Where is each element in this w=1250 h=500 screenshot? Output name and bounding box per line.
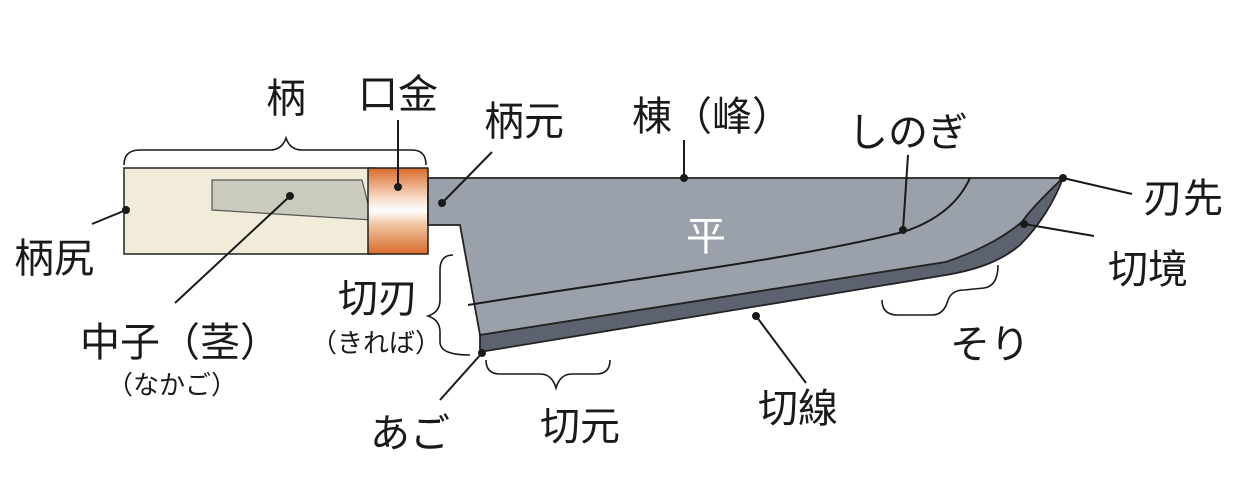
label-ago: あご [370, 411, 450, 457]
label-kirizakai: 切境 [1108, 247, 1188, 293]
label-sori: そり [950, 322, 1030, 368]
leader-tsukajiri [91, 209, 127, 225]
dot-nakago [286, 192, 294, 200]
brace-sori [881, 264, 999, 316]
label-mune: 棟（峰） [632, 94, 792, 140]
label-hira: 平 [686, 214, 726, 260]
leader-ago [439, 352, 483, 401]
dot-kuchigane [394, 183, 402, 191]
dot-kirisen [752, 312, 760, 320]
dot-hasaki [1059, 174, 1067, 182]
leader-hasaki [1062, 177, 1133, 195]
label-tsuka: 柄 [266, 76, 306, 122]
label-kuchigane: 口金 [358, 72, 438, 118]
bevel-line [467, 177, 971, 306]
brace-kirimoto [485, 359, 611, 391]
label-nakago: 中子（茎） [80, 320, 280, 366]
label-kiriba: 切刃 [338, 276, 418, 322]
label-kirimoto: 切元 [540, 404, 620, 450]
leader-nakago [174, 195, 291, 304]
label-shinogi: しのぎ [848, 110, 968, 156]
brace-kiriba [425, 254, 471, 356]
dot-tsukajiri [122, 206, 130, 214]
leader-kirizakai [1023, 223, 1095, 237]
label-hasaki: 刃先 [1143, 176, 1223, 222]
label-kirisen: 切線 [758, 386, 838, 432]
dot-mune [680, 174, 688, 182]
dot-ago [478, 349, 486, 357]
label-kiriba-reading: （きれば） [311, 329, 441, 359]
leader-kirisen [755, 315, 807, 384]
brace-tsuka [123, 135, 427, 166]
leader-tsukamoto [441, 151, 493, 204]
leader-shinogi [902, 154, 909, 231]
label-nakago-reading: （なかご） [107, 371, 237, 401]
dot-shinogi [899, 226, 907, 234]
dot-tsukamoto [438, 199, 446, 207]
label-tsukajiri: 柄尻 [14, 236, 94, 282]
label-tsukamoto: 柄元 [484, 99, 564, 145]
dot-kirizakai [1020, 220, 1028, 228]
